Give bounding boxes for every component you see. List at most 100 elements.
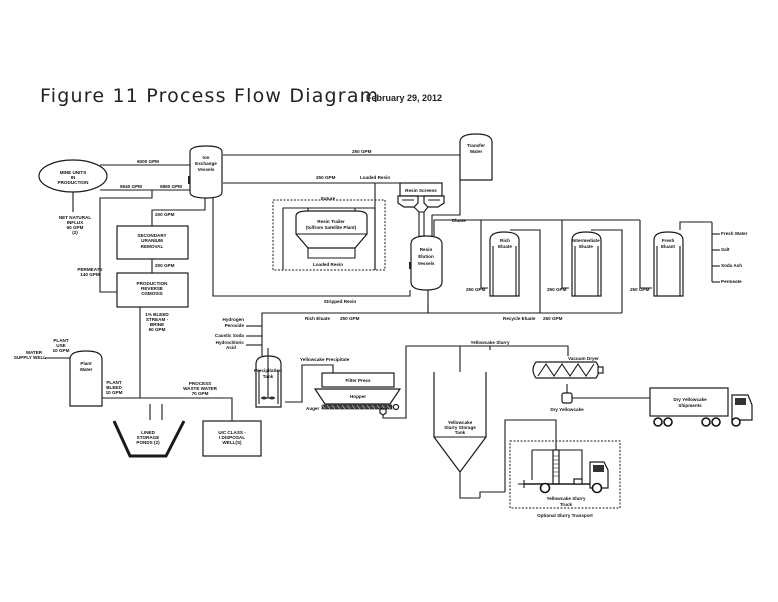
- future-resin-trailer-box: Future Resin Trailer (to/from Satellite …: [272, 196, 386, 271]
- right-inputs: Fresh Water Salt Soda Ash Permeate: [721, 231, 748, 284]
- water-supply-label: WATER SUPPLY WELL: [14, 350, 46, 360]
- svg-text:SUPPLY WELL: SUPPLY WELL: [14, 355, 46, 360]
- flow-250-rich-eluate: 250 GPM: [340, 316, 360, 321]
- svg-text:Hydrogen: Hydrogen: [223, 317, 245, 322]
- svg-text:10 GPM: 10 GPM: [106, 390, 123, 395]
- svg-text:Optional Slurry Transport: Optional Slurry Transport: [537, 513, 593, 518]
- svg-text:60 GPM: 60 GPM: [149, 327, 166, 332]
- vacuum-dryer: Vacuum Dryer Dry Yellowcake: [532, 356, 604, 412]
- svg-text:Fresh Water: Fresh Water: [721, 231, 748, 236]
- svg-text:STORAGE: STORAGE: [137, 435, 160, 440]
- svg-text:Yellowcake Precipitate: Yellowcake Precipitate: [300, 357, 350, 362]
- svg-text:Loaded Resin: Loaded Resin: [313, 262, 343, 267]
- svg-text:PROCESS: PROCESS: [189, 381, 211, 386]
- svg-text:USE: USE: [56, 343, 65, 348]
- svg-text:PRODUCTION: PRODUCTION: [58, 180, 90, 185]
- svg-text:60 GPM: 60 GPM: [67, 225, 84, 230]
- secondary-uranium-removal: SECONDARY URANIUM REMOVAL: [116, 225, 189, 260]
- precipitation-tank: Precipitation Tank: [254, 348, 282, 408]
- net-influx-label: NET NATURAL INFLUX 60 GPM (2): [59, 215, 92, 235]
- svg-text:(to/from Satellite Plant): (to/from Satellite Plant): [306, 225, 357, 230]
- svg-text:Resin Trailer: Resin Trailer: [317, 219, 345, 224]
- svg-text:Filter Press: Filter Press: [345, 378, 370, 383]
- plant-bleed-label: PLANT BLEED 10 GPM: [106, 380, 123, 395]
- uic-disposal-well: UIC CLASS - I DISPOSAL WELL(S): [202, 420, 262, 457]
- svg-text:Caustic Soda: Caustic Soda: [215, 333, 245, 338]
- filter-press-hopper: Yellowcake Precipitate Filter Press Hopp…: [300, 357, 402, 416]
- svg-text:Permeate: Permeate: [721, 279, 742, 284]
- svg-text:Tank: Tank: [263, 374, 274, 379]
- svg-text:70 GPM: 70 GPM: [192, 391, 209, 396]
- process-waste-label: PROCESS WASTE WATER 70 GPM: [183, 381, 218, 396]
- svg-text:PLANT: PLANT: [53, 338, 69, 343]
- rich-eluate-flow-label: Rich Eluate: [305, 316, 330, 321]
- svg-text:WATER: WATER: [26, 350, 43, 355]
- eluate-label: Eluate: [452, 218, 466, 223]
- svg-text:Vessels: Vessels: [198, 167, 215, 172]
- svg-text:Vessels: Vessels: [418, 261, 435, 266]
- rich-eluate-tank: Rich Eluate: [489, 231, 520, 297]
- yellowcake-slurry-label: Yellowcake Slurry: [470, 340, 510, 345]
- svg-text:Hydrochloric: Hydrochloric: [216, 340, 245, 345]
- loaded-resin-label: Loaded Resin: [360, 175, 390, 180]
- svg-text:Water: Water: [470, 149, 483, 154]
- svg-text:Acid: Acid: [226, 345, 236, 350]
- bleed-stream-label: 1% BLEED STREAM - BRINE 60 GPM: [145, 312, 169, 332]
- svg-text:Yellowcake: Yellowcake: [448, 420, 473, 425]
- svg-text:Resin: Resin: [420, 247, 433, 252]
- svg-text:Tank: Tank: [455, 430, 466, 435]
- flow-250-mid: 250 GPM: [316, 175, 336, 180]
- svg-text:Peroxide: Peroxide: [225, 323, 245, 328]
- flow-250-rich: 250 GPM: [466, 287, 486, 292]
- svg-text:10 GPM: 10 GPM: [53, 348, 70, 353]
- chemical-inputs: Hydrogen Peroxide Caustic Soda Hydrochlo…: [215, 317, 245, 350]
- svg-text:PLANT: PLANT: [106, 380, 122, 385]
- svg-text:Truck: Truck: [560, 502, 573, 507]
- figure-date: February 29, 2012: [366, 93, 442, 103]
- flow-200b: 200 GPM: [155, 263, 175, 268]
- recycle-eluate-label: Recycle Eluate: [503, 316, 536, 321]
- svg-text:SECONDARY: SECONDARY: [137, 233, 166, 238]
- svg-text:Elution: Elution: [418, 254, 434, 259]
- svg-text:URANIUM: URANIUM: [141, 238, 163, 243]
- svg-text:Water: Water: [80, 367, 93, 372]
- lined-storage-ponds: LINED STORAGE PONDS (2): [112, 420, 186, 458]
- svg-text:Plant: Plant: [80, 361, 92, 366]
- svg-text:Transfer: Transfer: [467, 143, 485, 148]
- optional-slurry-transport: Optional Slurry Transport Yellowcake Slu…: [509, 440, 621, 518]
- svg-text:PERMEATE: PERMEATE: [77, 267, 102, 272]
- svg-text:Dry Yellowcake: Dry Yellowcake: [550, 407, 584, 412]
- mine-units: MINE UNITS IN PRODUCTION: [38, 159, 108, 193]
- svg-text:BRINE: BRINE: [150, 322, 164, 327]
- svg-text:Soda Ash: Soda Ash: [721, 263, 742, 268]
- flow-6000: 6000 GPM: [137, 159, 159, 164]
- svg-text:Salt: Salt: [721, 247, 730, 252]
- flow-250-int: 250 GPM: [547, 287, 567, 292]
- svg-text:Eluate: Eluate: [498, 244, 512, 249]
- svg-text:Auger: Auger: [306, 406, 319, 411]
- flow-5940: 5940 GPM: [120, 184, 142, 189]
- svg-text:Hopper: Hopper: [350, 394, 366, 399]
- permeate-label: PERMEATE 140 GPM: [77, 267, 102, 277]
- svg-text:Ion: Ion: [203, 155, 210, 160]
- svg-text:140 GPM: 140 GPM: [80, 272, 100, 277]
- svg-text:Precipitation: Precipitation: [254, 368, 282, 373]
- svg-text:Fresh: Fresh: [662, 238, 675, 243]
- svg-text:PONDS (2): PONDS (2): [136, 440, 160, 445]
- flow-labels: 6000 GPM 5940 GPM 5860 GPM 200 GPM 200 G…: [120, 149, 650, 321]
- svg-text:I DISPOSAL: I DISPOSAL: [219, 435, 245, 440]
- resin-screens: Resin Screens: [397, 182, 445, 213]
- plant-use-label: PLANT USE 10 GPM: [53, 338, 70, 353]
- svg-text:Eluate: Eluate: [579, 244, 593, 249]
- svg-text:MINE UNITS: MINE UNITS: [60, 170, 87, 175]
- intermediate-eluate-tank: Intermediate Eluate: [571, 231, 602, 297]
- svg-text:Vacuum Dryer: Vacuum Dryer: [568, 356, 599, 361]
- svg-text:IN: IN: [71, 175, 76, 180]
- svg-text:NET NATURAL: NET NATURAL: [59, 215, 92, 220]
- svg-text:INFLUX: INFLUX: [67, 220, 85, 225]
- svg-text:REMOVAL: REMOVAL: [141, 244, 164, 249]
- flow-200a: 200 GPM: [155, 212, 175, 217]
- ion-exchange-vessels: Ion Exchange Vessels: [188, 145, 223, 199]
- svg-text:Future: Future: [321, 196, 336, 201]
- svg-text:OSMOSIS: OSMOSIS: [141, 291, 162, 296]
